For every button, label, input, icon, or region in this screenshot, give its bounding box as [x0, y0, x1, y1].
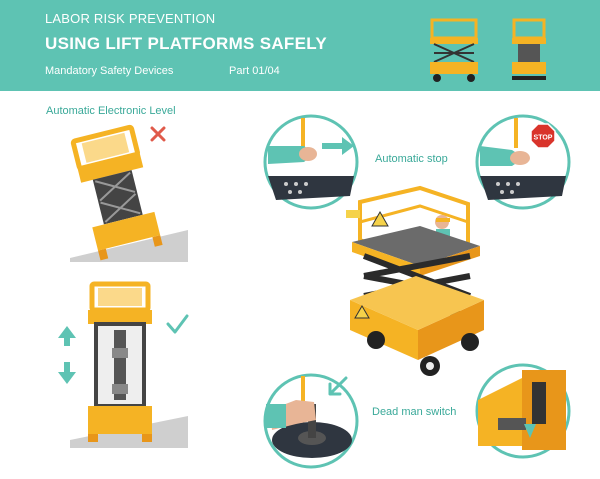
header-subtitle: Mandatory Safety Devices: [45, 65, 174, 77]
page-title: USING LIFT PLATFORMS SAFELY: [45, 34, 327, 53]
down-arrow-icon: [58, 362, 76, 384]
section-level-label: Automatic Electronic Level: [46, 105, 176, 117]
header-lift-front: [430, 18, 478, 82]
section-deadman-label: Dead man switch: [372, 406, 457, 418]
part-indicator: Part 01/04: [229, 65, 280, 77]
up-arrow-icon: [58, 326, 76, 346]
header-lift-side: [512, 18, 546, 80]
main-scissor-lift: [346, 185, 484, 376]
stop-sign-text: STOP: [534, 135, 553, 142]
deadman-joystick-circle: [263, 373, 359, 469]
stop-circle-after: [475, 114, 571, 210]
diagonal-arrow-icon: [328, 376, 348, 396]
deadman-pedal-circle: [475, 363, 571, 459]
right-arrow-icon: [322, 137, 354, 155]
tilted-lift: [70, 124, 163, 261]
upright-lift: [88, 281, 152, 442]
stop-circle-before: [263, 114, 359, 210]
section-stop-label: Automatic stop: [375, 153, 448, 165]
header-kicker: LABOR RISK PREVENTION: [45, 11, 216, 26]
check-icon: [166, 314, 189, 334]
cross-icon: [150, 126, 166, 142]
header-banner: [0, 0, 600, 91]
warning-sign-icon: [371, 210, 389, 227]
stop-sign-icon: [530, 123, 556, 149]
